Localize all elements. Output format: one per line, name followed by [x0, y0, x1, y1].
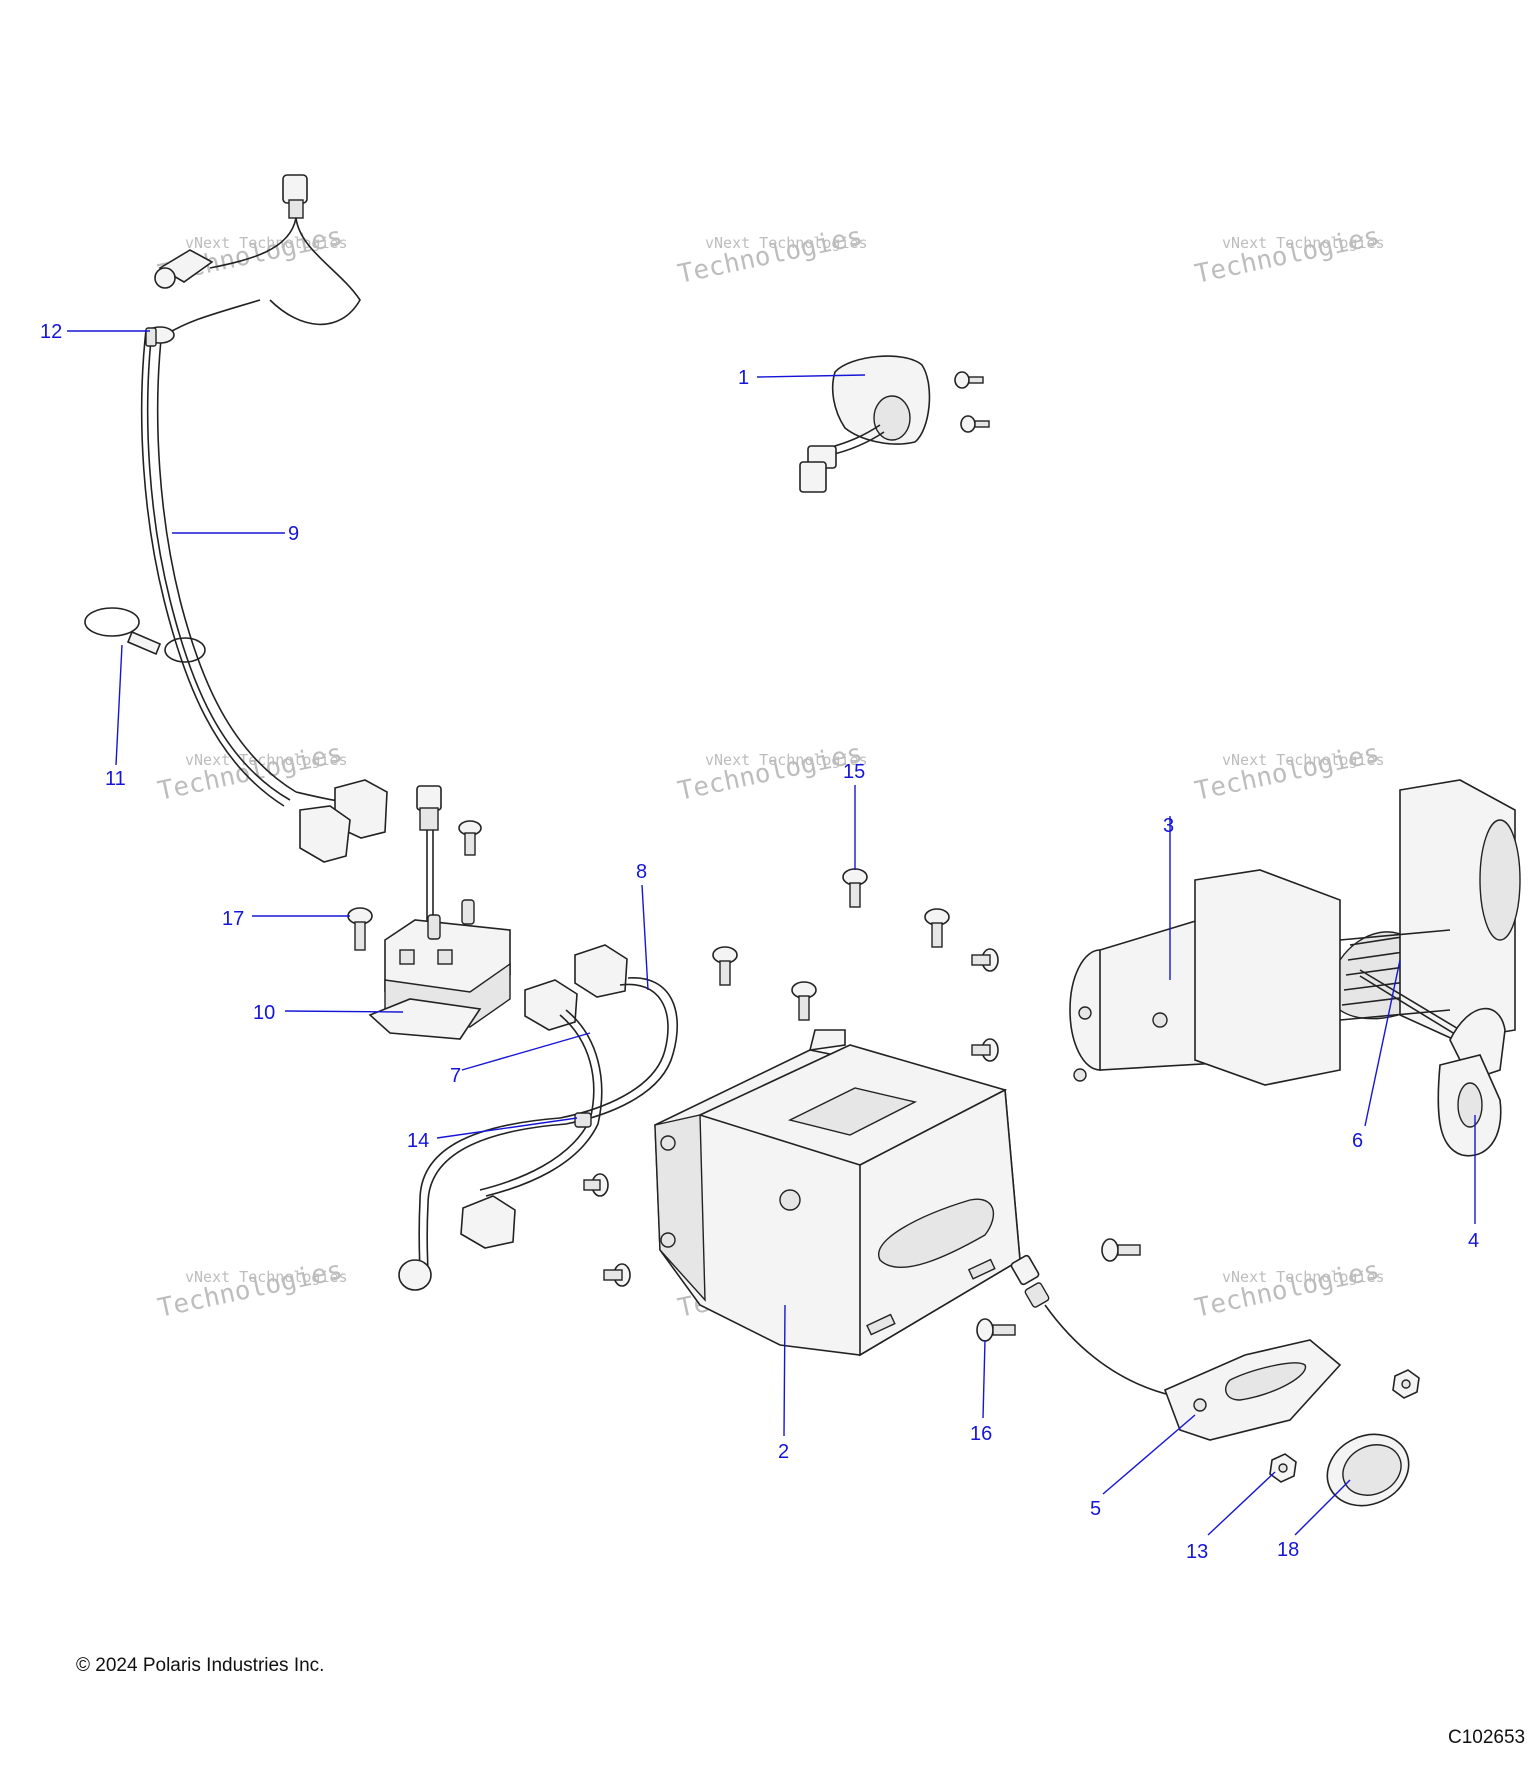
bolt-part-15 [842, 868, 868, 908]
winch-gear-housing [1194, 869, 1341, 1086]
contactor-bolt [458, 820, 482, 856]
callout-5: 5 [1090, 1498, 1101, 1520]
bolt-part-16 [976, 1318, 1016, 1342]
svg-text:vNext Technologies: vNext Technologies [705, 234, 868, 252]
mounting-bolt [971, 948, 999, 972]
callout-labels: 1 2 3 4 5 6 7 8 9 10 11 12 13 14 15 16 1… [40, 321, 1479, 1563]
switch-screw [954, 371, 984, 389]
watermark: vNext Technologies Technologies [1192, 738, 1384, 806]
watermark: vNext Technologies Technologies [1192, 1255, 1384, 1323]
leader-lines [67, 330, 1476, 1536]
leader-16 [982, 1339, 986, 1419]
svg-text:vNext Technologies: vNext Technologies [185, 751, 348, 769]
callout-14: 14 [407, 1130, 429, 1152]
nut [1392, 1369, 1420, 1399]
callout-1: 1 [738, 367, 749, 389]
leader-1 [756, 374, 866, 378]
mounting-bolt [712, 946, 738, 986]
winch-hook-part-4 [1437, 1007, 1506, 1157]
mounting-bolt [583, 1173, 609, 1197]
cable-tie-part-14 [574, 1112, 592, 1128]
battery-cables-part-7-8 [398, 944, 679, 1291]
callout-6: 6 [1352, 1130, 1363, 1152]
winch-part-3 [1069, 779, 1521, 1086]
diagram-code: C102653 [1448, 1727, 1526, 1748]
watermark: vNext Technologies Technologies [1192, 221, 1384, 289]
harness-connector [282, 174, 308, 204]
bracket-cutout [787, 1087, 918, 1136]
svg-text:vNext Technologies: vNext Technologies [185, 1268, 348, 1286]
callout-10: 10 [253, 1002, 275, 1024]
callout-12: 12 [40, 321, 62, 343]
callout-17: 17 [222, 908, 244, 930]
callout-18: 18 [1277, 1539, 1299, 1561]
winch-mount-bracket-part-2 [654, 1029, 1021, 1357]
copyright-text: © 2024 Polaris Industries Inc. [76, 1655, 325, 1676]
leader-2 [783, 1304, 786, 1437]
switch-connector [799, 461, 827, 493]
ring-terminal [398, 1259, 432, 1291]
leader-10 [284, 1010, 404, 1013]
callout-4: 4 [1468, 1230, 1479, 1252]
svg-text:Technologies: Technologies [1192, 1255, 1382, 1323]
nut-part-13 [1269, 1453, 1297, 1483]
svg-text:Technologies: Technologies [675, 221, 865, 289]
leader-11 [115, 644, 123, 766]
switch-screw [960, 415, 990, 433]
callout-8: 8 [636, 861, 647, 883]
callout-15: 15 [843, 761, 865, 783]
callout-16: 16 [970, 1423, 992, 1445]
cable-tie-part-11 [84, 607, 206, 663]
svg-text:Technologies: Technologies [1192, 738, 1382, 806]
contactor-part-10 [368, 785, 511, 1040]
watermark-small: vNext Technologies [185, 234, 348, 252]
mounting-bolt [971, 1038, 999, 1062]
mounting-bolt [924, 908, 950, 948]
fairlead-opening [1224, 1362, 1307, 1401]
callout-11: 11 [105, 768, 126, 790]
winch-switch-part-1 [799, 355, 990, 493]
svg-text:Technologies: Technologies [675, 738, 865, 806]
callout-7: 7 [450, 1065, 461, 1087]
leader-18 [1294, 1479, 1351, 1536]
leader-7 [461, 1032, 591, 1071]
leader-13 [1207, 1471, 1276, 1536]
leader-8 [641, 884, 649, 991]
mounting-bolt [603, 1263, 631, 1287]
wire-harness-part-9 [140, 174, 388, 863]
watermark: vNext Technologies Technologies [675, 738, 867, 806]
callout-9: 9 [288, 523, 299, 545]
leader-14 [436, 1117, 578, 1139]
mounting-bolt [1101, 1238, 1141, 1262]
svg-text:Technologies: Technologies [1192, 221, 1382, 289]
callout-13: 13 [1186, 1541, 1208, 1563]
bracket-slot [878, 1198, 995, 1269]
svg-text:vNext Technologies: vNext Technologies [1222, 234, 1385, 252]
callout-2: 2 [778, 1441, 789, 1463]
watermark: vNext Technologies Technologies [155, 1255, 347, 1323]
cap-part-18 [1326, 1433, 1410, 1507]
watermark: vNext Technologies Technologies [675, 221, 867, 289]
callout-3: 3 [1163, 815, 1174, 837]
bolt-part-17 [347, 907, 373, 951]
svg-text:vNext Technologies: vNext Technologies [705, 751, 868, 769]
svg-text:vNext Technologies: vNext Technologies [1222, 751, 1385, 769]
svg-text:Technologies: Technologies [155, 1255, 345, 1323]
mounting-bolts [583, 868, 1141, 1342]
fairlead-sensor-connector [1010, 1254, 1040, 1286]
leader-5 [1102, 1414, 1196, 1495]
svg-text:vNext Technologies: vNext Technologies [1222, 1268, 1385, 1286]
harness-clamp-part-12 [145, 326, 175, 347]
fairlead-part-5 [1010, 1254, 1342, 1441]
leader-6 [1364, 959, 1401, 1127]
mounting-bolt [791, 981, 817, 1021]
contactor-base [368, 998, 482, 1040]
